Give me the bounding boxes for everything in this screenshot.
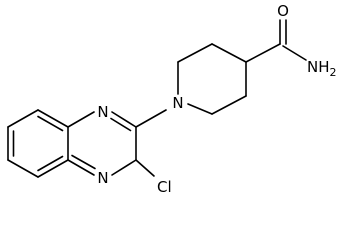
bond xyxy=(67,111,95,128)
bond-c-cl xyxy=(135,159,155,177)
bond xyxy=(37,159,69,178)
amide-nh2-label: NH2 xyxy=(307,58,337,79)
piperidine-nitrogen-label: N xyxy=(172,94,183,112)
pyrazine-ring xyxy=(67,111,137,176)
bond xyxy=(282,45,307,61)
bond xyxy=(111,159,137,176)
quinoxaline-n1-label: N xyxy=(97,103,108,121)
bond xyxy=(211,43,247,63)
oxygen-label: O xyxy=(277,2,289,20)
bond xyxy=(7,159,39,178)
bond xyxy=(111,111,137,128)
bond-c-n xyxy=(135,109,167,128)
bond xyxy=(7,109,39,128)
amide-nh-subscript: 2 xyxy=(330,66,337,79)
double-bond-inner xyxy=(37,155,64,172)
double-bond-inner xyxy=(37,115,64,132)
quinoxaline-n4-label: N xyxy=(97,169,108,187)
atom-labels: O NH2 N N N Cl xyxy=(97,2,336,196)
amide-nh-text: NH xyxy=(307,58,330,76)
chlorine-label: Cl xyxy=(157,178,172,196)
piperidine-ring xyxy=(177,43,247,115)
bond xyxy=(211,95,247,115)
double-bond-inner xyxy=(110,117,132,132)
benzene-ring xyxy=(7,109,69,178)
bond xyxy=(187,103,213,115)
bond xyxy=(67,159,95,176)
double-bond-inner xyxy=(71,154,96,170)
bond xyxy=(245,43,281,63)
bond xyxy=(177,43,213,63)
bond xyxy=(37,109,69,128)
chemical-structure: O NH2 N N N Cl xyxy=(7,2,337,196)
